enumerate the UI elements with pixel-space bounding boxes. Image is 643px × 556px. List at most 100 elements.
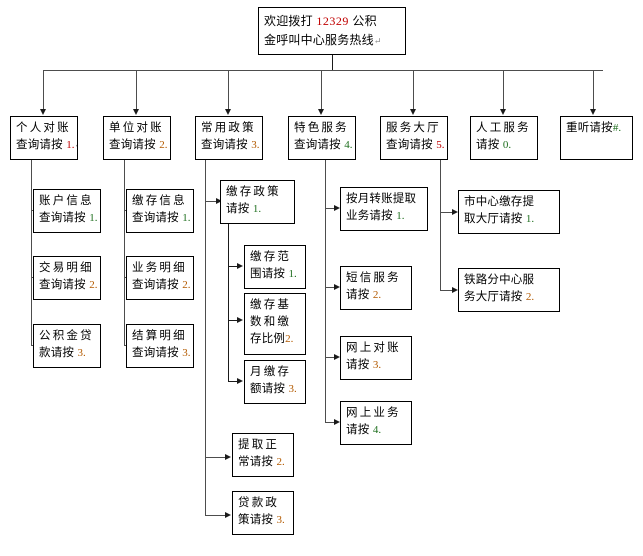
node-common-policy: 常用政策 查询请按 3. [195,116,263,160]
arrowhead-right-feat-4 [334,418,340,425]
connector-unit-spine [124,160,125,345]
node-line2: 查询请按 [294,139,341,151]
node-deposit-scope: 缴存范 围请按 1. [244,245,306,289]
connector-policy-child3 [205,515,227,516]
node-line2: 请按 [476,139,500,151]
arrowhead-right-feat-3 [334,353,340,360]
arrowhead-down-7 [589,109,596,115]
node-key: #. [612,122,622,134]
node-line1: 缴存政策 [226,186,281,198]
node-line1: 市中心缴存提 [464,196,535,208]
node-line1: 缴存基 [250,299,292,311]
node-line1: 缴存信息 [132,195,187,207]
node-line2: 围请按 [250,268,286,280]
node-key: 3. [182,347,191,359]
node-online-business: 网上业务 请按 4. [340,401,412,445]
node-key: 1. [525,213,535,225]
arrowhead-right-pol-2 [225,453,231,460]
arrowhead-down-1 [39,109,46,115]
node-line2: 查询请按 [201,139,248,151]
node-key: 4. [344,139,353,151]
connector-drop-2 [136,70,137,110]
node-line2: 请按 [346,424,370,436]
arrowhead-down-6 [499,109,506,115]
node-key: 3. [372,359,382,371]
node-line2: 查询请按 [39,212,86,224]
node-settlement-detail-query: 结算明细 查询请按 3. [126,324,194,368]
node-key: 1. [252,203,262,215]
node-featured-service: 特色服务 查询请按 4. [288,116,356,160]
node-service-hall: 服务大厅 查询请按 5. [380,116,448,160]
node-deposit-info-query: 缴存信息 查询请按 1. [126,189,194,233]
arrowhead-down-2 [132,109,139,115]
node-transaction-detail-query: 交易明细 查询请按 2. [33,256,101,300]
node-sms-service: 短信服务 请按 2. [340,266,412,310]
node-key: 1. [89,212,98,224]
node-line2: 查询请按 [132,279,179,291]
arrowhead-right-dp-2 [237,316,243,323]
node-line1: 缴存范 [250,251,292,263]
node-housing-fund-loan: 公积金贷 款请按 3. [33,324,101,368]
arrowhead-down-4 [317,109,324,115]
node-account-info-query: 账户信息 查询请按 1. [33,189,101,233]
connector-deposit-policy-spine [228,224,229,381]
connector-policy-child1 [205,201,218,202]
node-key: 1. [396,210,405,222]
node-key: 2. [159,139,168,151]
connector-policy-spine [205,160,206,515]
connector-hall-child2 [440,290,454,291]
connector-policy-child2 [205,457,227,458]
root-line1-suffix: 公积 [352,14,377,28]
node-key: 1. [182,212,191,224]
node-line1: 短信服务 [346,272,401,284]
node-withdrawal-normal: 提取正 常请按 2. [232,433,294,477]
node-line2: 查询请按 [16,139,63,151]
node-line2: 款请按 [39,347,75,359]
connector-drop-7 [593,70,594,110]
node-key: 2. [372,289,382,301]
node-line2: 查询请按 [109,139,156,151]
node-key: 3. [276,514,285,526]
node-line3: 存比例 [250,333,286,345]
node-line2: 查询请按 [386,139,433,151]
connector-hall-spine [440,160,441,290]
node-line2: 策请按 [238,514,274,526]
node-monthly-deposit-amount: 月缴存 额请按 3. [244,360,306,404]
root-line2: 金呼叫中心服务热线 [264,33,374,47]
arrowhead-right-feat-2 [334,283,340,290]
connector-feat-child1 [325,208,336,209]
node-deposit-base-and-ratio: 缴存基 数和缴 存比例2. [244,293,306,355]
node-key: 4. [372,424,382,436]
root-line1-prefix: 欢迎拨打 [264,14,313,28]
connector-feat-child2 [325,287,336,288]
connector-drop-3 [228,70,229,110]
node-line1: 结算明细 [132,330,187,342]
connector-drop-6 [503,70,504,110]
connector-dp-child3 [228,381,239,382]
node-key: 2. [285,333,294,345]
paragraph-mark-icon: ↵ [373,36,382,46]
node-key: 3. [288,383,297,395]
connector-dp-child2 [228,320,239,321]
node-line2: 查询请按 [39,279,86,291]
arrowhead-right-dp-3 [237,377,243,384]
node-line1: 提取正 [238,439,280,451]
node-key: 2. [525,291,535,303]
node-online-reconciliation: 网上对账 请按 3. [340,336,412,380]
connector-drop-1 [43,70,44,110]
node-line2: 额请按 [250,383,286,395]
node-key: 2. [276,456,285,468]
node-line2: 查询请按 [132,347,179,359]
connector-feat-child3 [325,357,336,358]
node-line1: 重听请按 [566,122,613,134]
node-key: 1. [66,139,75,151]
node-manual-service: 人工服务 请按 0. [470,116,538,160]
node-key: 1. [288,268,297,280]
arrowhead-down-5 [409,109,416,115]
node-line1: 交易明细 [39,262,94,274]
node-loan-policy: 贷款政 策请按 3. [232,491,294,535]
node-key: 0. [502,139,512,151]
node-line2: 请按 [346,359,370,371]
node-line1: 铁路分中心服 [464,274,535,286]
